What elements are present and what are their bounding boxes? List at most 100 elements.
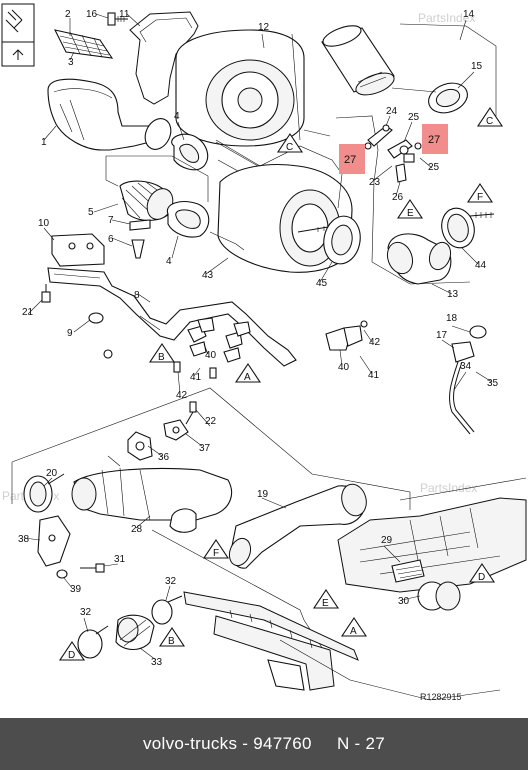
callout-4a: 4	[174, 111, 180, 122]
svg-text:D: D	[68, 650, 75, 661]
part-9-nut	[88, 312, 104, 324]
part-6-7-fitting	[129, 219, 151, 259]
callout-10: 10	[38, 218, 50, 229]
svg-text:A: A	[244, 372, 251, 383]
part-8-rail	[47, 267, 297, 367]
parts-22-36-37	[127, 401, 197, 461]
svg-text:C: C	[486, 116, 493, 127]
callout-31: 31	[114, 554, 126, 565]
callout-2: 2	[65, 9, 71, 20]
callout-3: 3	[68, 57, 74, 68]
clips-40-41-right	[325, 320, 368, 351]
callout-23: 23	[369, 177, 381, 188]
marker-F1: F	[466, 183, 494, 203]
part-45-seal	[323, 215, 361, 265]
footer-part-number: 947760	[253, 734, 312, 753]
callout-25a: 25	[408, 112, 420, 123]
callout-16: 16	[86, 9, 98, 20]
footer-brand: volvo-trucks	[142, 734, 238, 753]
callout-27a: 27	[344, 154, 356, 166]
callout-20: 20	[46, 468, 58, 479]
part-44-clamp	[441, 207, 495, 249]
parts-17-18-34-hose	[449, 325, 487, 435]
highlight-27b: 27	[422, 124, 448, 154]
callout-40b: 40	[338, 362, 350, 373]
callout-44: 44	[475, 260, 487, 271]
svg-text:C: C	[286, 142, 293, 153]
highlight-27a: 27	[339, 144, 365, 174]
marker-D1: D	[468, 563, 496, 583]
svg-text:B: B	[158, 352, 165, 363]
callout-28: 28	[131, 524, 143, 535]
callout-42a: 42	[176, 390, 188, 401]
callout-21: 21	[22, 307, 34, 318]
callout-45: 45	[316, 278, 328, 289]
callout-19: 19	[257, 489, 269, 500]
part-16-bolt	[107, 12, 128, 26]
callout-8: 8	[134, 290, 140, 301]
marker-E1: E	[396, 199, 424, 219]
svg-text:F: F	[477, 192, 483, 203]
callout-14: 14	[463, 9, 475, 20]
footer-gap	[312, 734, 337, 754]
callout-11: 11	[119, 9, 130, 20]
callout-29: 29	[381, 535, 393, 546]
callout-30: 30	[398, 596, 410, 607]
part-4-clamp-bottom	[166, 201, 210, 238]
part-2-mesh	[53, 29, 114, 59]
callout-43: 43	[202, 270, 214, 281]
svg-text:E: E	[322, 598, 329, 609]
callout-33: 33	[151, 657, 163, 668]
svg-text:A: A	[350, 626, 357, 637]
callout-22: 22	[205, 416, 217, 427]
callout-1: 1	[41, 137, 47, 148]
callout-41b: 41	[368, 370, 380, 381]
marker-E2: E	[312, 589, 340, 609]
svg-text:F: F	[213, 548, 219, 559]
callout-13: 13	[447, 289, 459, 300]
part-1-intake	[47, 78, 172, 151]
part-12-air-filter	[175, 29, 305, 147]
truck-frame	[183, 591, 501, 701]
callout-4b: 4	[166, 256, 172, 267]
marker-B2: B	[158, 627, 186, 647]
callout-7: 7	[108, 215, 114, 226]
svg-text:E: E	[407, 208, 414, 219]
callout-32a: 32	[165, 576, 177, 587]
parts-diagram: PartsIndex PartsIndex PartsIndex	[1, 3, 527, 702]
marker-A1: A	[234, 363, 262, 383]
callout-24: 24	[386, 106, 398, 117]
marker-D2: D	[58, 641, 86, 661]
marker-C2: C	[476, 107, 504, 127]
marker-F2: F	[202, 539, 230, 559]
part-13-elbow	[386, 233, 452, 285]
part-29-30-turbo-pipe	[391, 559, 461, 611]
part-21-bolt	[41, 284, 51, 303]
watermark-right: PartsIndex	[420, 481, 477, 495]
nut-rail	[103, 349, 113, 359]
marker-C1: C	[276, 133, 304, 153]
callout-34: 34	[460, 361, 472, 372]
part-31-bolt	[80, 563, 105, 573]
bracket-23-27	[364, 124, 422, 183]
inset-box	[1, 3, 35, 67]
part-32-33-sleeve	[77, 595, 183, 659]
callout-36: 36	[158, 452, 170, 463]
part-10-bracket	[51, 233, 105, 267]
marker-A2: A	[340, 617, 368, 637]
watermark-top: PartsIndex	[418, 11, 475, 25]
callout-35: 35	[487, 378, 499, 389]
drawing-reference: R1282915	[420, 692, 462, 702]
callout-42b: 42	[369, 337, 381, 348]
part-39-nut	[56, 569, 68, 579]
svg-text:B: B	[168, 636, 175, 647]
part-28-duct	[71, 467, 233, 533]
part-19-hose	[228, 483, 367, 569]
part-14-cartridge	[321, 25, 395, 96]
footer-bar: volvo-trucks - 947760 N - 27	[0, 718, 528, 770]
callout-41a: 41	[190, 372, 202, 383]
callout-32b: 32	[80, 607, 92, 618]
part-15-ring	[428, 82, 468, 114]
callout-37: 37	[199, 443, 211, 454]
callout-18: 18	[446, 313, 458, 324]
